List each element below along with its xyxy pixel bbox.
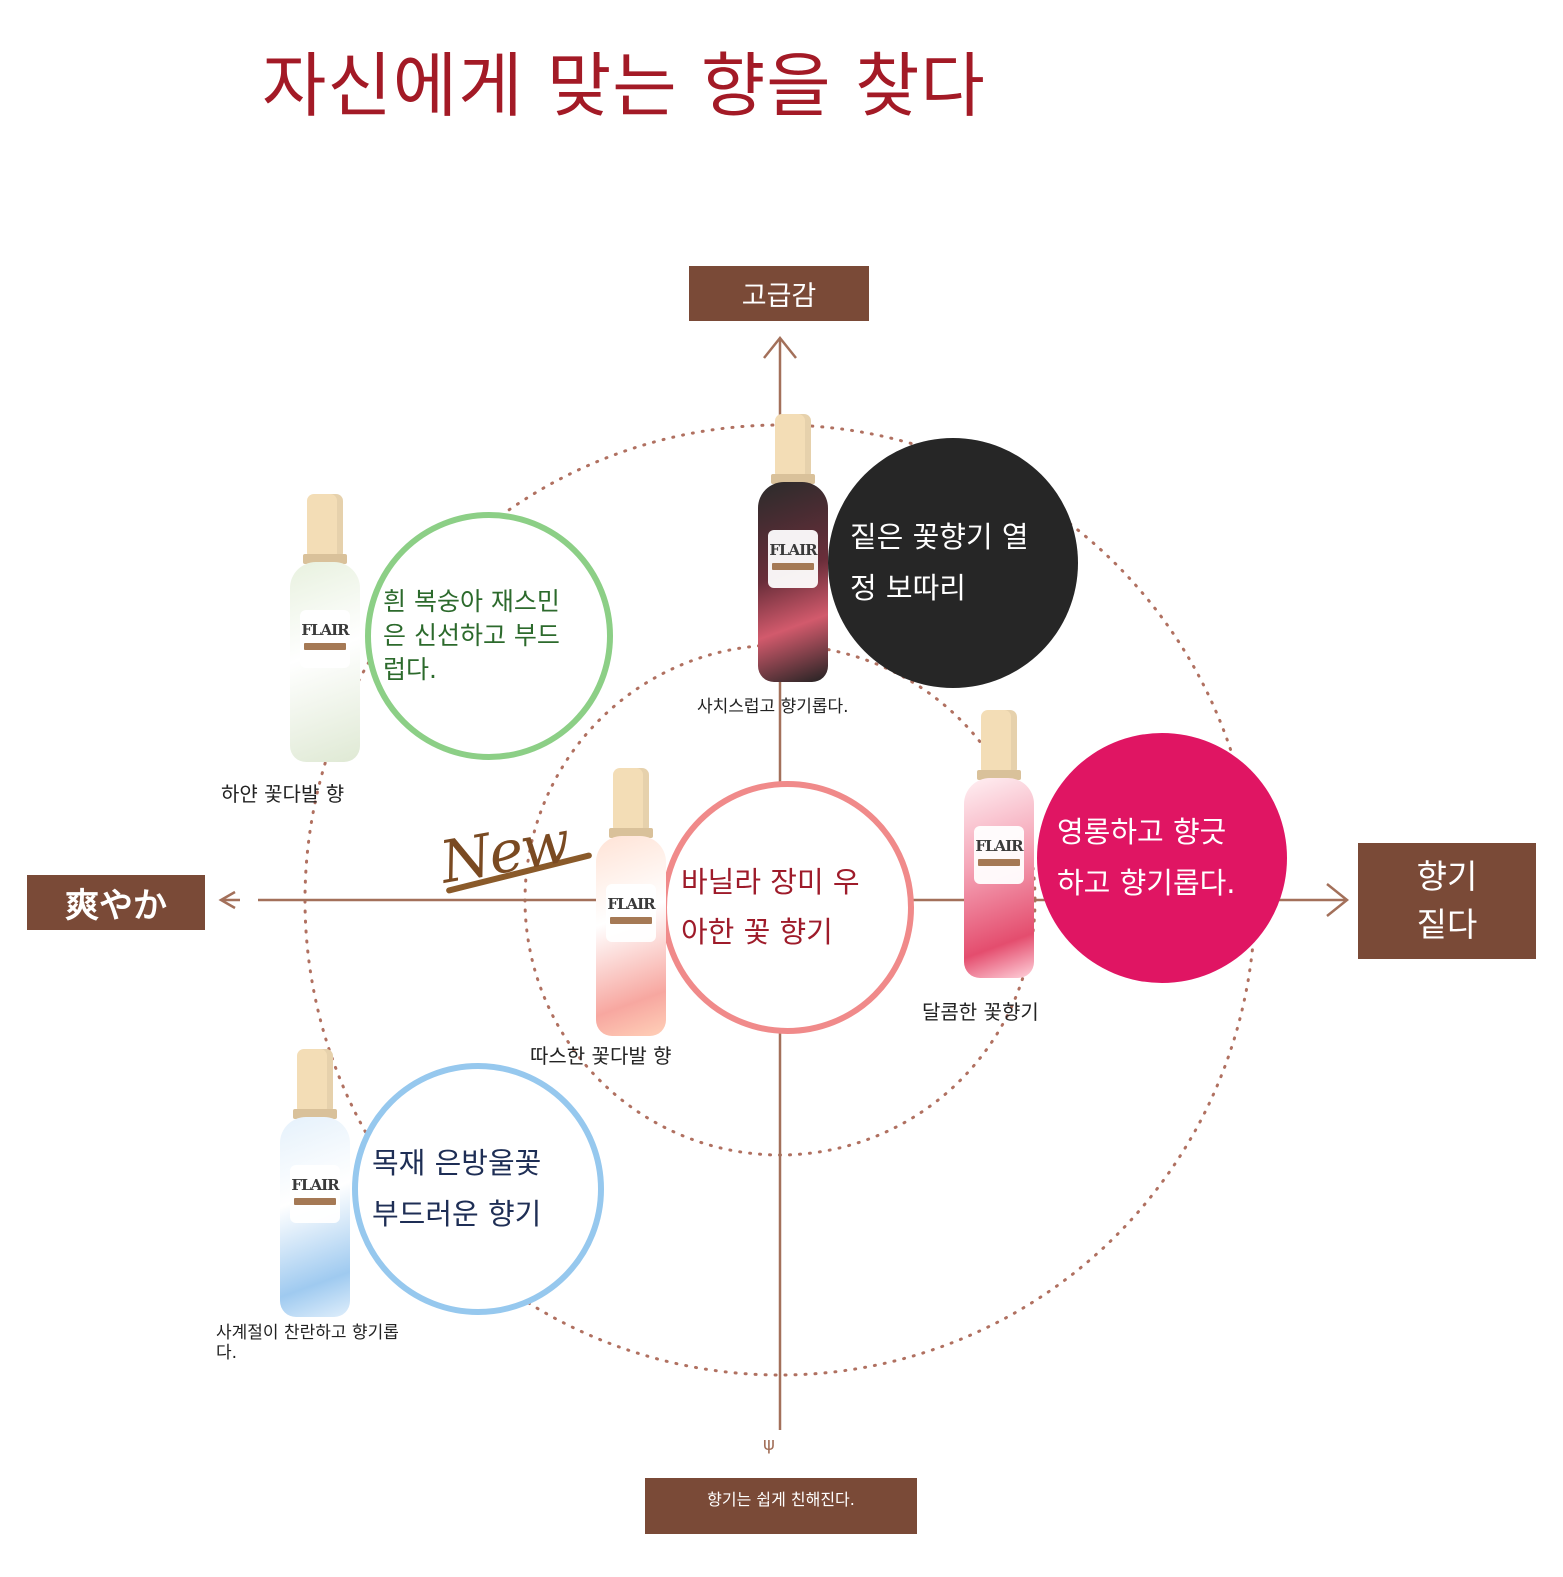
label-band [610, 917, 652, 924]
axis-label-top: 고급감 [689, 266, 869, 321]
bottle-cap [307, 494, 343, 556]
bottle-cap [297, 1049, 333, 1111]
bottle-label: FLAIR [606, 884, 656, 942]
label-band [304, 643, 346, 650]
bottle-ring [293, 1109, 337, 1119]
bottle-label: FLAIR [768, 530, 818, 588]
brand-name: FLAIR [291, 1176, 339, 1194]
bubble-text: 영롱하고 향긋 하고 향기롭다. [1057, 815, 1236, 900]
bubble-text: 바닐라 장미 우 아한 꽃 향기 [681, 865, 860, 949]
page-title: 자신에게 맞는 향을 찾다 [262, 45, 986, 127]
bottle-ring [771, 474, 815, 484]
bottle-cap [775, 414, 811, 476]
bottle-label: FLAIR [974, 826, 1024, 884]
caption-luxury: 사치스럽고 향기롭다. [697, 697, 849, 717]
label-band [772, 563, 814, 570]
caption-white-bouquet: 하얀 꽃다발 향 [221, 782, 345, 806]
bottle-ring [609, 828, 653, 838]
bubble-text: 짙은 꽃향기 열 정 보따리 [850, 520, 1029, 605]
right-arrow-head [1326, 883, 1350, 917]
brand-name: FLAIR [301, 621, 349, 639]
caption-warm-bouquet: 따스한 꽃다발 향 [530, 1044, 672, 1068]
bottle-body: FLAIR [964, 778, 1034, 978]
bottom-arrow-glyph: ψ [763, 1434, 775, 1455]
label-band [978, 859, 1020, 866]
bubble-white-bouquet: 흰 복숭아 재스민 은 신선하고 부드 럽다. [365, 512, 613, 760]
bottle-body: FLAIR [280, 1117, 350, 1317]
bottle-ring [977, 770, 1021, 780]
bubble-sweet-floral: 영롱하고 향긋 하고 향기롭다. [1037, 733, 1287, 983]
bubble-four-seasons: 목재 은방울꽃 부드러운 향기 [352, 1063, 604, 1315]
bottle-label: FLAIR [290, 1165, 340, 1223]
brand-name: FLAIR [769, 541, 817, 559]
bubble-text: 흰 복숭아 재스민 은 신선하고 부드 럽다. [383, 587, 560, 684]
bottle-body: FLAIR [596, 836, 666, 1036]
bottle-cap [613, 768, 649, 830]
brand-name: FLAIR [607, 895, 655, 913]
bottle-cap [981, 710, 1017, 772]
label-band [294, 1198, 336, 1205]
bottle-ring [303, 554, 347, 564]
axis-label-right: 향기 짙다 [1358, 843, 1536, 959]
bubble-warm-bouquet: 바닐라 장미 우 아한 꽃 향기 [661, 781, 914, 1034]
axis-label-left: 爽やか [27, 875, 205, 930]
bottle-body: FLAIR [758, 482, 828, 682]
bottle-body: FLAIR [290, 562, 360, 762]
bottle-label: FLAIR [300, 610, 350, 668]
top-arrow-head [763, 335, 797, 359]
bubble-luxury: 짙은 꽃향기 열 정 보따리 [828, 438, 1078, 688]
brand-name: FLAIR [975, 837, 1023, 855]
axis-label-bottom: 향기는 쉽게 친해진다. [645, 1478, 917, 1534]
caption-four-seasons: 사계절이 찬란하고 향기롭 다. [216, 1323, 399, 1364]
caption-sweet-floral: 달콤한 꽃향기 [922, 1000, 1039, 1024]
bubble-text: 목재 은방울꽃 부드러운 향기 [372, 1146, 542, 1231]
